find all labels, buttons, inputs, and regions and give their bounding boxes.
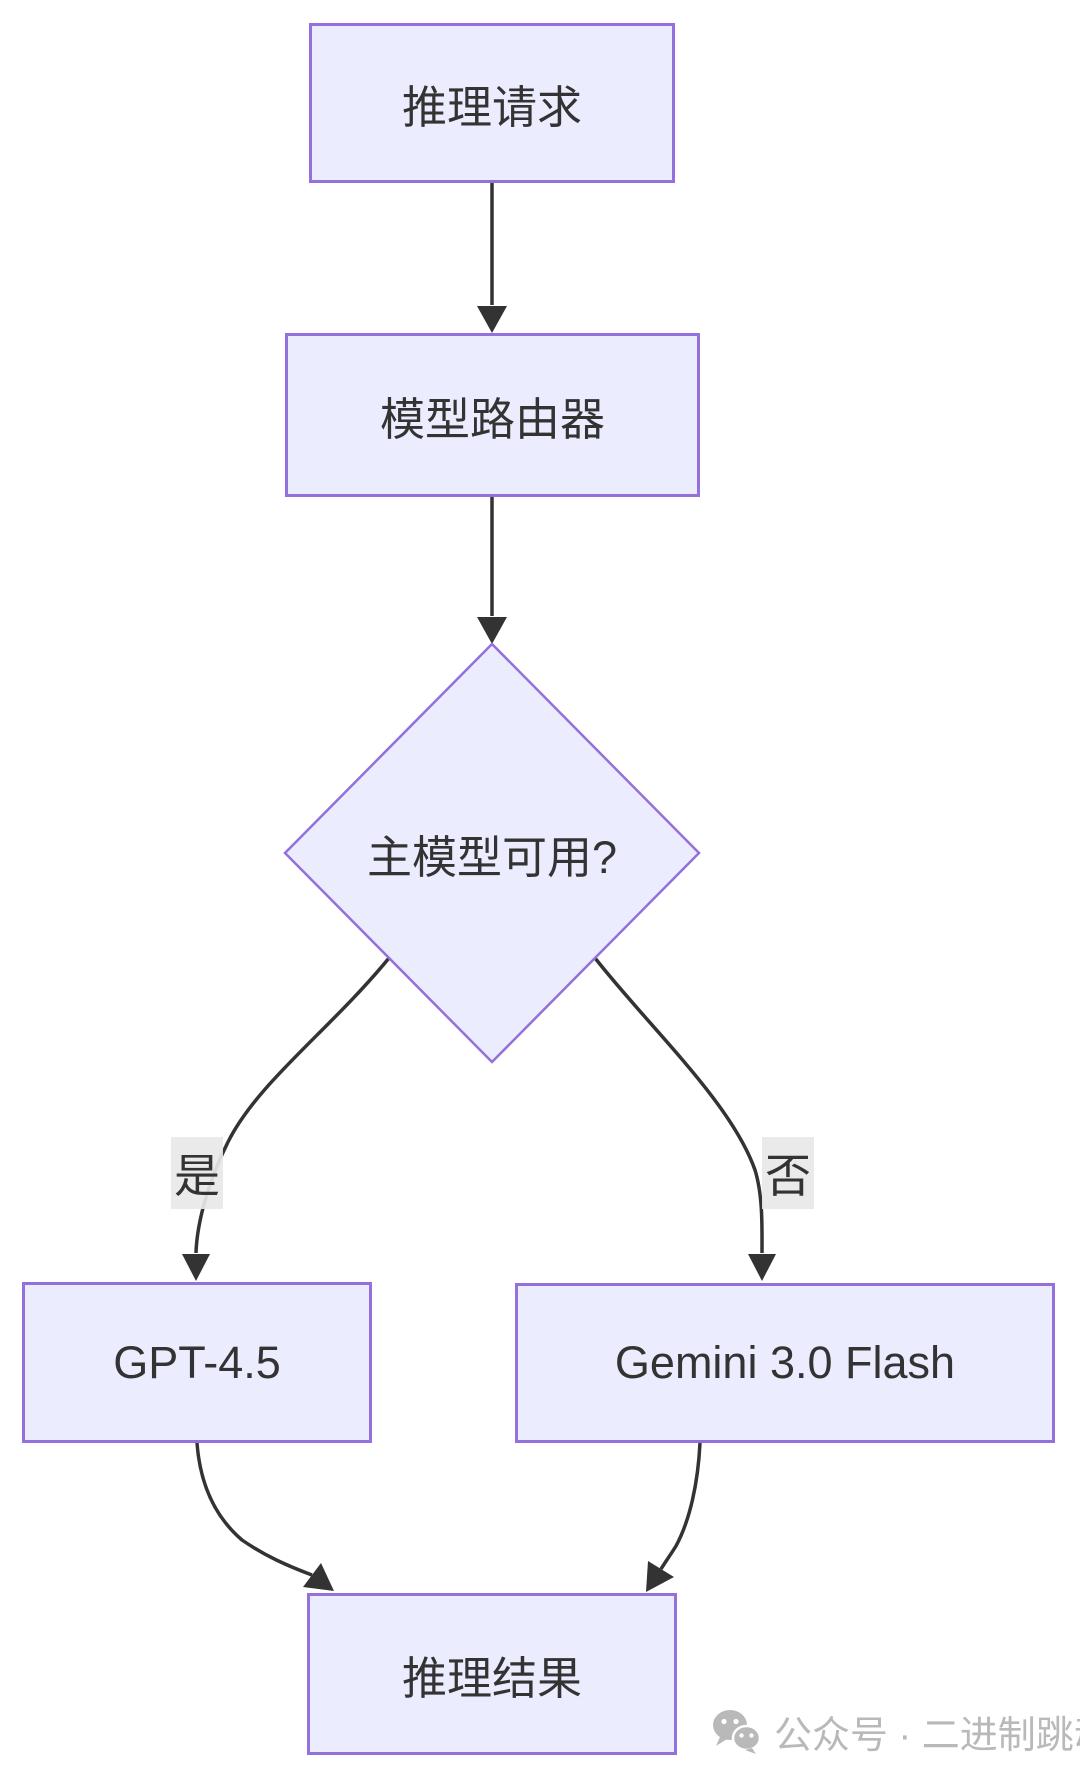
node-result: 推理结果 xyxy=(307,1593,677,1755)
node-decision: 主模型可用? xyxy=(292,823,692,883)
edge-request-to-router xyxy=(477,183,507,333)
node-gemini: Gemini 3.0 Flash xyxy=(515,1283,1055,1443)
node-gpt-label: GPT-4.5 xyxy=(113,1336,281,1388)
wechat-icon xyxy=(713,1710,762,1754)
node-router-label: 模型路由器 xyxy=(379,393,605,445)
edge-line xyxy=(195,1442,313,1577)
node-request: 推理请求 xyxy=(309,23,675,183)
node-result-label: 推理结果 xyxy=(401,1652,582,1704)
edge-gemini-to-result xyxy=(646,1442,702,1592)
arrowhead-icon xyxy=(477,306,507,333)
node-request-label: 推理请求 xyxy=(401,81,582,133)
watermark: 公众号 · 二进制跳动 xyxy=(710,1703,1080,1759)
edge-gpt-to-result xyxy=(195,1442,334,1591)
node-gemini-label: Gemini 3.0 Flash xyxy=(614,1337,956,1388)
edge-decision-to-gemini xyxy=(593,956,776,1281)
edge-line xyxy=(194,956,391,1254)
edge-line xyxy=(659,1442,702,1570)
arrowhead-icon xyxy=(646,1561,674,1592)
edge-line xyxy=(593,956,764,1254)
edge-router-to-decision xyxy=(477,497,507,644)
edge-label-yes: 是 xyxy=(171,1137,223,1209)
edge-label-yes-text: 是 xyxy=(174,1150,220,1202)
node-router: 模型路由器 xyxy=(285,333,700,497)
arrowhead-icon xyxy=(303,1563,334,1591)
arrowhead-icon xyxy=(748,1254,776,1281)
node-decision-label: 主模型可用? xyxy=(366,831,618,883)
arrowhead-icon xyxy=(477,617,507,644)
node-decision-shape xyxy=(283,642,701,1064)
edge-label-no-text: 否 xyxy=(765,1150,811,1202)
watermark-text: 公众号 · 二进制跳动 xyxy=(774,1714,1080,1757)
edge-label-no: 否 xyxy=(762,1137,814,1209)
edge-decision-to-gpt xyxy=(182,956,391,1281)
node-gpt: GPT-4.5 xyxy=(22,1282,372,1443)
arrowhead-icon xyxy=(182,1254,210,1281)
